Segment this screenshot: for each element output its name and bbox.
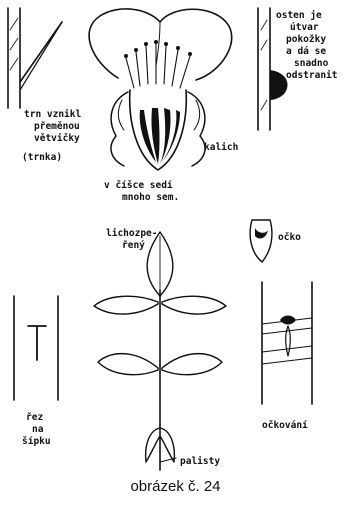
cut-label-line-2: na [32, 424, 44, 435]
calyx-label: kalich [204, 142, 238, 153]
leaf-label-line-2: řený [122, 240, 145, 251]
prickle-label-line-6: odstranit [286, 70, 337, 81]
figure-caption: obrázek č. 24 [0, 478, 351, 495]
budding-illustration [262, 282, 312, 404]
prickle-label-line-3: pokožky [286, 34, 326, 45]
seeds-label-line-1: v číšce sedí [104, 180, 173, 191]
pinnate-leaf [94, 232, 226, 470]
thorn-label-line-4: (trnka) [22, 152, 62, 163]
cut-label-line-1: řez [26, 412, 43, 423]
budding-label: očkování [262, 420, 308, 431]
bud-illustration [250, 220, 272, 262]
thorn-label-line-1: trn vznikl [24, 109, 81, 120]
cut-label-line-3: šípku [22, 436, 51, 447]
thorn-illustration [8, 8, 62, 108]
seeds-label-line-2: mnoho sem. [122, 192, 179, 203]
leaf-label-line-1: lichozpe- [106, 228, 157, 239]
thorn-label-line-2: přeměnou [34, 121, 80, 132]
prickle-illustration [258, 8, 288, 130]
prickle-label-line-4: a dá se [286, 46, 326, 57]
thorn-label-line-3: větvičky [34, 133, 80, 144]
stipules-label: palisty [180, 456, 220, 467]
prickle-label-line-2: útvar [290, 22, 319, 33]
bud-label: očko [278, 232, 301, 243]
prickle-label-line-5: snadno [294, 58, 329, 69]
prickle-label-line-1: osten je [276, 10, 322, 21]
t-cut-illustration [14, 296, 58, 400]
